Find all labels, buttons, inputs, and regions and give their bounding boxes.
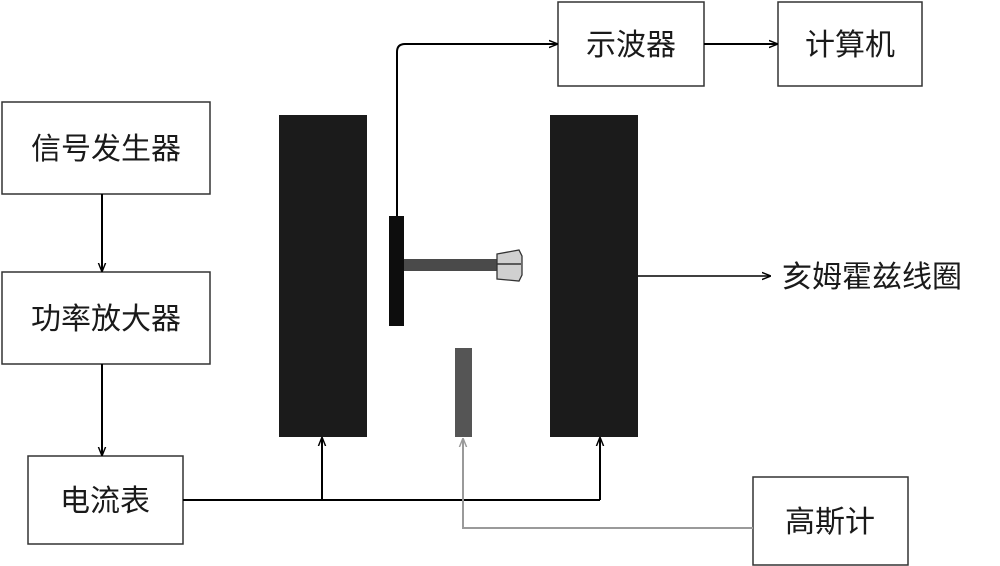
gaussmeter-label: 高斯计 bbox=[785, 505, 875, 540]
arrow-gaussmeter-to-probe bbox=[463, 439, 753, 529]
sensor-plate bbox=[389, 216, 404, 326]
oscilloscope-label: 示波器 bbox=[586, 28, 676, 63]
ammeter-label: 电流表 bbox=[60, 484, 150, 519]
helmholtz-coil-left bbox=[279, 115, 367, 437]
gaussmeter-box: 高斯计 bbox=[752, 476, 909, 566]
power-amplifier-box: 功率放大器 bbox=[1, 271, 211, 365]
signal-generator-label: 信号发生器 bbox=[31, 132, 181, 167]
sensor-rod bbox=[404, 259, 516, 271]
power-amplifier-label: 功率放大器 bbox=[31, 302, 181, 337]
arrow-sensor-to-oscilloscope bbox=[396, 44, 557, 216]
computer-label: 计算机 bbox=[805, 28, 895, 63]
gauss-probe bbox=[455, 348, 472, 437]
helmholtz-coil-label: 亥姆霍兹线圈 bbox=[782, 260, 962, 295]
signal-generator-box: 信号发生器 bbox=[1, 101, 211, 195]
sensor-tip bbox=[496, 249, 523, 282]
ammeter-box: 电流表 bbox=[27, 455, 184, 545]
oscilloscope-box: 示波器 bbox=[557, 1, 705, 87]
helmholtz-coil-right bbox=[550, 115, 638, 437]
computer-box: 计算机 bbox=[777, 1, 923, 87]
